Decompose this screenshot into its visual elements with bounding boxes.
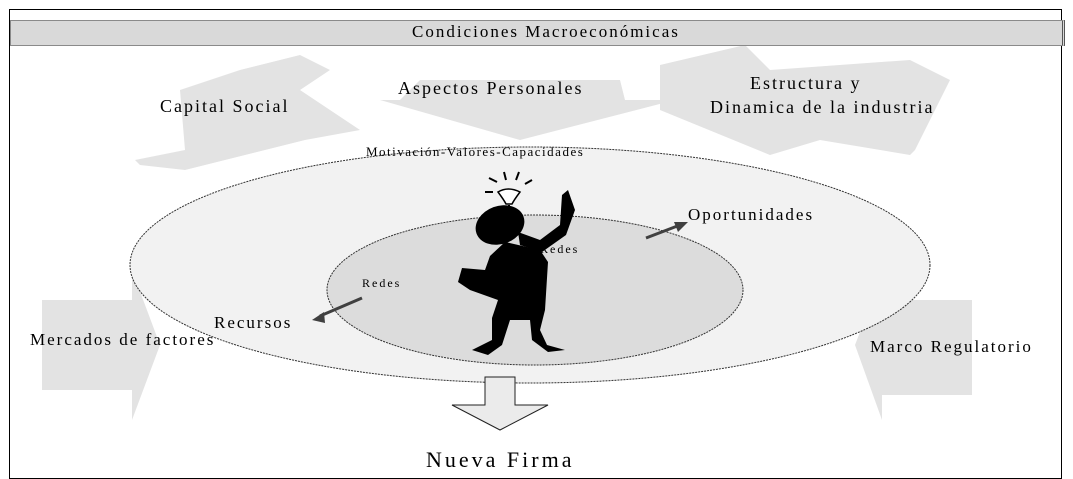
estructura-label-line1: Estructura y (750, 73, 862, 93)
title-band (10, 20, 1065, 46)
oportunidades-pointer-arrow (645, 222, 688, 240)
motivacion-label: Motivación-Valores-Capacidades (366, 144, 585, 159)
mercados-arrow (42, 270, 160, 420)
estructura-arrow (660, 45, 950, 155)
capital-social-label: Capital Social (160, 96, 290, 116)
aspectos-personales-arrow (380, 80, 675, 140)
estructura-label-line2: Dinamica de la industria (710, 97, 935, 117)
aspectos-personales-label: Aspectos Personales (398, 78, 584, 98)
redes-label-left: Redes (362, 276, 402, 290)
diagram-title: Condiciones Macroeconómicas (412, 22, 680, 41)
mercados-label: Mercados de factores (30, 330, 216, 349)
lightbulb-icon (485, 171, 533, 208)
capital-social-arrow (135, 55, 360, 170)
redes-label-right: Redes (540, 242, 580, 256)
thinking-person-icon (458, 190, 575, 355)
nueva-firma-label: Nueva Firma (426, 447, 575, 472)
recursos-label: Recursos (214, 313, 293, 332)
oportunidades-label: Oportunidades (688, 205, 815, 224)
nueva-firma-arrow (451, 376, 549, 431)
marco-regulatorio-label: Marco Regulatorio (870, 337, 1033, 356)
recursos-pointer-arrow (312, 296, 363, 323)
